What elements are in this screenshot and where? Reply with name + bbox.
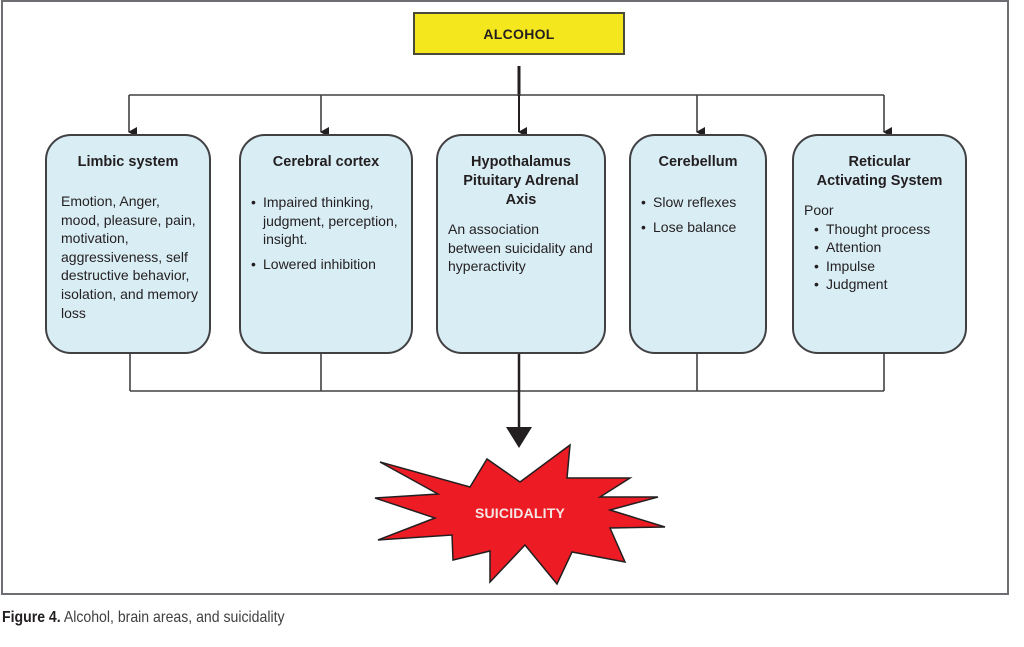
- alcohol-box: ALCOHOL: [413, 12, 625, 55]
- caption-label: Figure 4.: [2, 609, 61, 626]
- list-item: Lowered inhibition: [251, 255, 401, 274]
- box-text: An association between suicidality and h…: [448, 221, 593, 275]
- arrowhead-to-suicidality: [506, 427, 532, 448]
- box-title: Reticular Activating System: [804, 153, 955, 191]
- title-line: Reticular: [848, 154, 911, 170]
- title-line: Pituitary Adrenal Axis: [463, 173, 579, 208]
- effects-list: Thought process Attention Impulse Judgme…: [804, 220, 955, 294]
- list-item: Thought process: [814, 220, 955, 239]
- cerebellum-box: Cerebellum Slow reflexes Lose balance: [629, 134, 767, 354]
- box-title: Cerebellum: [658, 154, 738, 170]
- suicidality-label: SUICIDALITY: [474, 505, 566, 521]
- title-line: Hypothalamus: [471, 154, 571, 170]
- list-item: Slow reflexes: [641, 193, 755, 212]
- caption-text: Alcohol, brain areas, and suicidality: [63, 609, 285, 626]
- box-text: Emotion, Anger, mood, pleasure, pain, mo…: [61, 193, 198, 321]
- alcohol-label: ALCOHOL: [483, 25, 555, 42]
- limbic-system-box: Limbic system Emotion, Anger, mood, plea…: [45, 134, 211, 354]
- list-item: Impulse: [814, 257, 955, 276]
- title-line: Activating System: [816, 173, 943, 189]
- box-title: Cerebral cortex: [272, 154, 380, 170]
- list-item: Lose balance: [641, 218, 755, 237]
- effects-list: Slow reflexes Lose balance: [641, 193, 755, 236]
- suicidality-burst: [374, 443, 666, 586]
- figure-frame: [1, 0, 1009, 595]
- effects-list: Impaired thinking, judgment, perception,…: [251, 193, 401, 273]
- list-item: Judgment: [814, 275, 955, 294]
- box-title: Hypothalamus Pituitary Adrenal Axis: [448, 153, 594, 210]
- hpa-axis-box: Hypothalamus Pituitary Adrenal Axis An a…: [436, 134, 606, 354]
- cerebral-cortex-box: Cerebral cortex Impaired thinking, judgm…: [239, 134, 413, 354]
- reticular-activating-system-box: Reticular Activating System Poor Thought…: [792, 134, 967, 354]
- box-lead-text: Poor: [804, 202, 834, 218]
- list-item: Attention: [814, 238, 955, 257]
- box-title: Limbic system: [77, 154, 179, 170]
- list-item: Impaired thinking, judgment, perception,…: [251, 193, 401, 249]
- figure-caption: Figure 4. Alcohol, brain areas, and suic…: [2, 609, 285, 627]
